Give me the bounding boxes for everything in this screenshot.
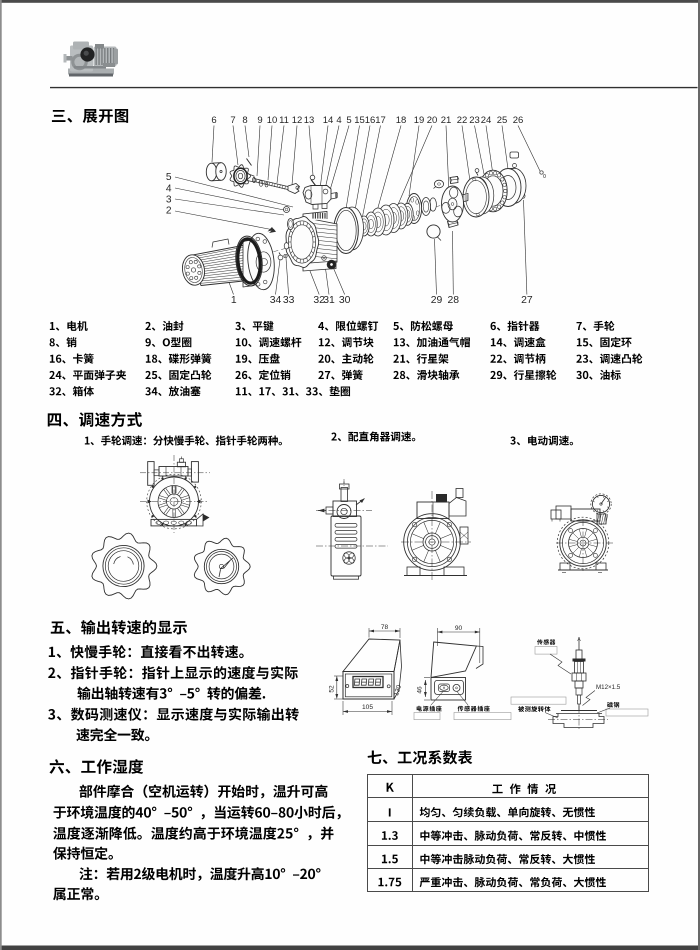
svg-text:26: 26 bbox=[513, 115, 524, 126]
svg-text:78: 78 bbox=[381, 624, 389, 631]
svg-text:30: 30 bbox=[339, 295, 351, 306]
svg-text:21: 21 bbox=[441, 115, 452, 126]
svg-text:5: 5 bbox=[346, 115, 351, 126]
svg-text:3: 3 bbox=[166, 195, 172, 206]
svg-text:14: 14 bbox=[323, 115, 334, 126]
svg-text:34: 34 bbox=[270, 295, 282, 306]
svg-text:15: 15 bbox=[354, 115, 365, 126]
svg-text:33: 33 bbox=[283, 295, 295, 306]
svg-text:23: 23 bbox=[469, 115, 480, 126]
svg-text:17: 17 bbox=[375, 115, 386, 126]
svg-text:4: 4 bbox=[166, 184, 172, 195]
svg-text:25: 25 bbox=[497, 115, 508, 126]
svg-text:11: 11 bbox=[279, 115, 289, 126]
svg-text:90: 90 bbox=[455, 625, 463, 632]
svg-text:27: 27 bbox=[521, 295, 533, 306]
svg-text:31: 31 bbox=[323, 295, 335, 306]
svg-text:130: 130 bbox=[393, 684, 403, 697]
svg-text:5: 5 bbox=[166, 172, 172, 183]
svg-text:28: 28 bbox=[448, 295, 460, 306]
svg-text:52: 52 bbox=[329, 685, 336, 693]
svg-text:18: 18 bbox=[396, 115, 407, 126]
svg-text:13: 13 bbox=[304, 115, 315, 126]
svg-text:8: 8 bbox=[242, 115, 247, 126]
svg-text:12: 12 bbox=[292, 115, 303, 126]
svg-text:22: 22 bbox=[457, 115, 468, 126]
svg-text:9: 9 bbox=[257, 115, 262, 126]
svg-text:10: 10 bbox=[267, 115, 278, 126]
svg-text:16: 16 bbox=[365, 115, 376, 126]
svg-text:1: 1 bbox=[231, 295, 237, 306]
svg-text:24: 24 bbox=[481, 115, 492, 126]
svg-text:29: 29 bbox=[431, 295, 443, 306]
svg-text:6: 6 bbox=[211, 115, 216, 126]
svg-text:4: 4 bbox=[336, 115, 341, 126]
svg-text:20: 20 bbox=[427, 115, 438, 126]
svg-text:19: 19 bbox=[414, 115, 425, 126]
svg-text:7: 7 bbox=[230, 115, 235, 126]
svg-text:32: 32 bbox=[313, 295, 325, 306]
svg-text:M12×1.5: M12×1.5 bbox=[596, 684, 621, 691]
svg-text:46: 46 bbox=[417, 686, 424, 694]
svg-text:105: 105 bbox=[362, 704, 373, 711]
svg-text:2: 2 bbox=[166, 206, 172, 217]
